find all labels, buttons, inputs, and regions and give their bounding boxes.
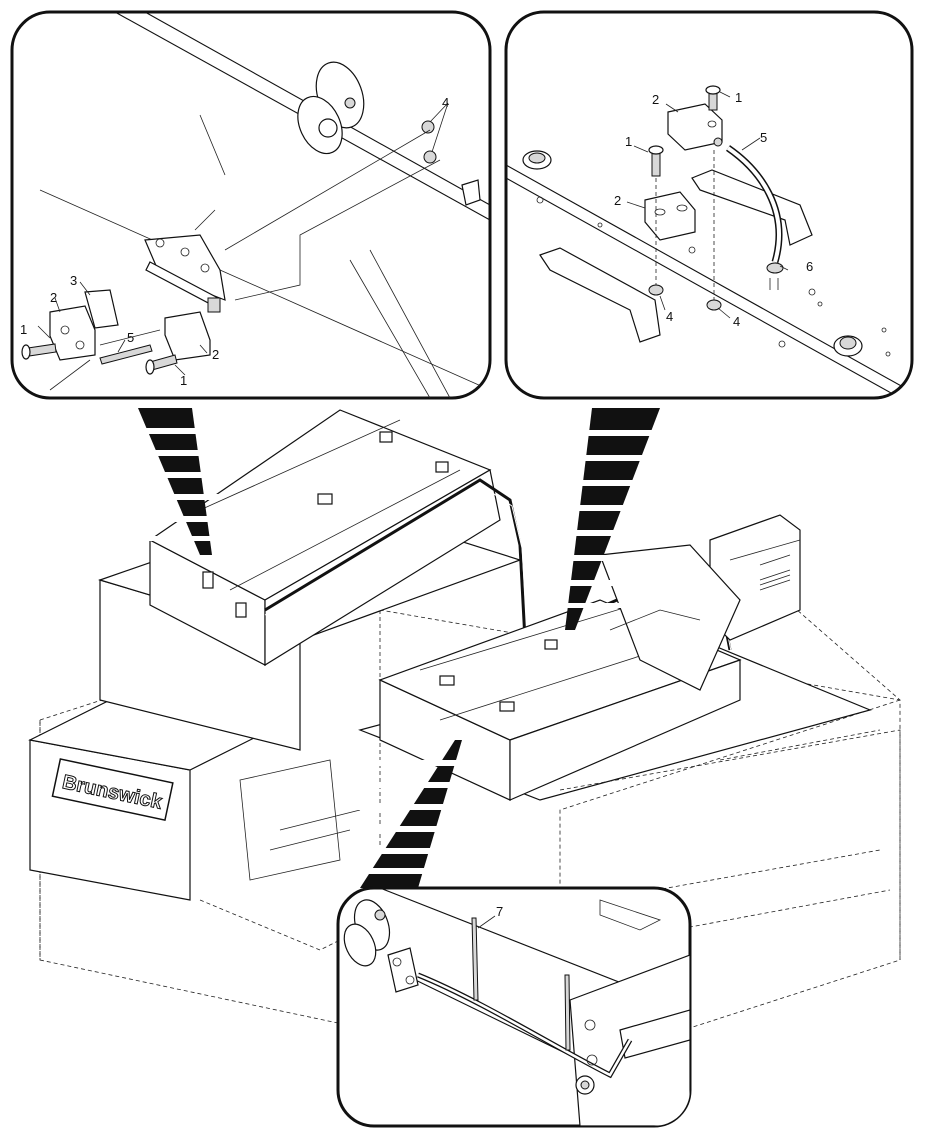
- callout-label: 4: [666, 309, 673, 324]
- nut-left: [648, 284, 664, 296]
- mounting-block-lower: [644, 191, 696, 241]
- callout-label: 2: [652, 92, 659, 107]
- zoom-indicator-bottom: [350, 740, 470, 888]
- hinge-detail-panel: 1 2 3 4 5 1 2: [10, 10, 492, 400]
- spacer-block-right: [164, 311, 211, 361]
- hinge-block: [387, 947, 419, 993]
- callout-label: 3: [70, 273, 77, 288]
- screw-lower: [651, 151, 661, 177]
- shim-plate: [84, 289, 119, 329]
- callout-label: 1: [180, 373, 187, 388]
- callout-label: 2: [50, 290, 57, 305]
- threaded-rod: [99, 344, 153, 365]
- callout-label: 7: [496, 904, 503, 919]
- cable-detail-panel: 7: [336, 886, 692, 1128]
- callout-label: 2: [212, 347, 219, 362]
- callout-label: 5: [127, 330, 134, 345]
- zoom-indicator-right: [555, 408, 675, 630]
- callout-label: 1: [735, 90, 742, 105]
- callout-label: 1: [20, 322, 27, 337]
- hinge-part: [144, 234, 226, 313]
- nut-upper: [421, 120, 435, 134]
- brand-logo: Brunswick: [51, 758, 174, 821]
- callout-label: 6: [806, 259, 813, 274]
- nut-lower: [423, 150, 437, 164]
- callout-label: 2: [614, 193, 621, 208]
- caster-wheel: [297, 61, 365, 155]
- callout-label: 1: [625, 134, 632, 149]
- cable-tie-left: [471, 917, 479, 1001]
- handle-detail-panel: 1 2 1 2 5 6 4 4: [504, 10, 914, 400]
- nut-right: [706, 299, 722, 311]
- cable-end: [766, 262, 784, 274]
- main-assembly: Brunswick: [28, 409, 901, 1071]
- cable-tie-right: [564, 974, 571, 1051]
- spacer-block-left: [49, 305, 96, 361]
- screw-upper: [708, 91, 718, 111]
- callout-label: 5: [760, 130, 767, 145]
- handle-left: [539, 247, 661, 343]
- callout-label: 4: [733, 314, 740, 329]
- callout-label: 4: [442, 95, 449, 110]
- zoom-indicator-left: [130, 408, 220, 555]
